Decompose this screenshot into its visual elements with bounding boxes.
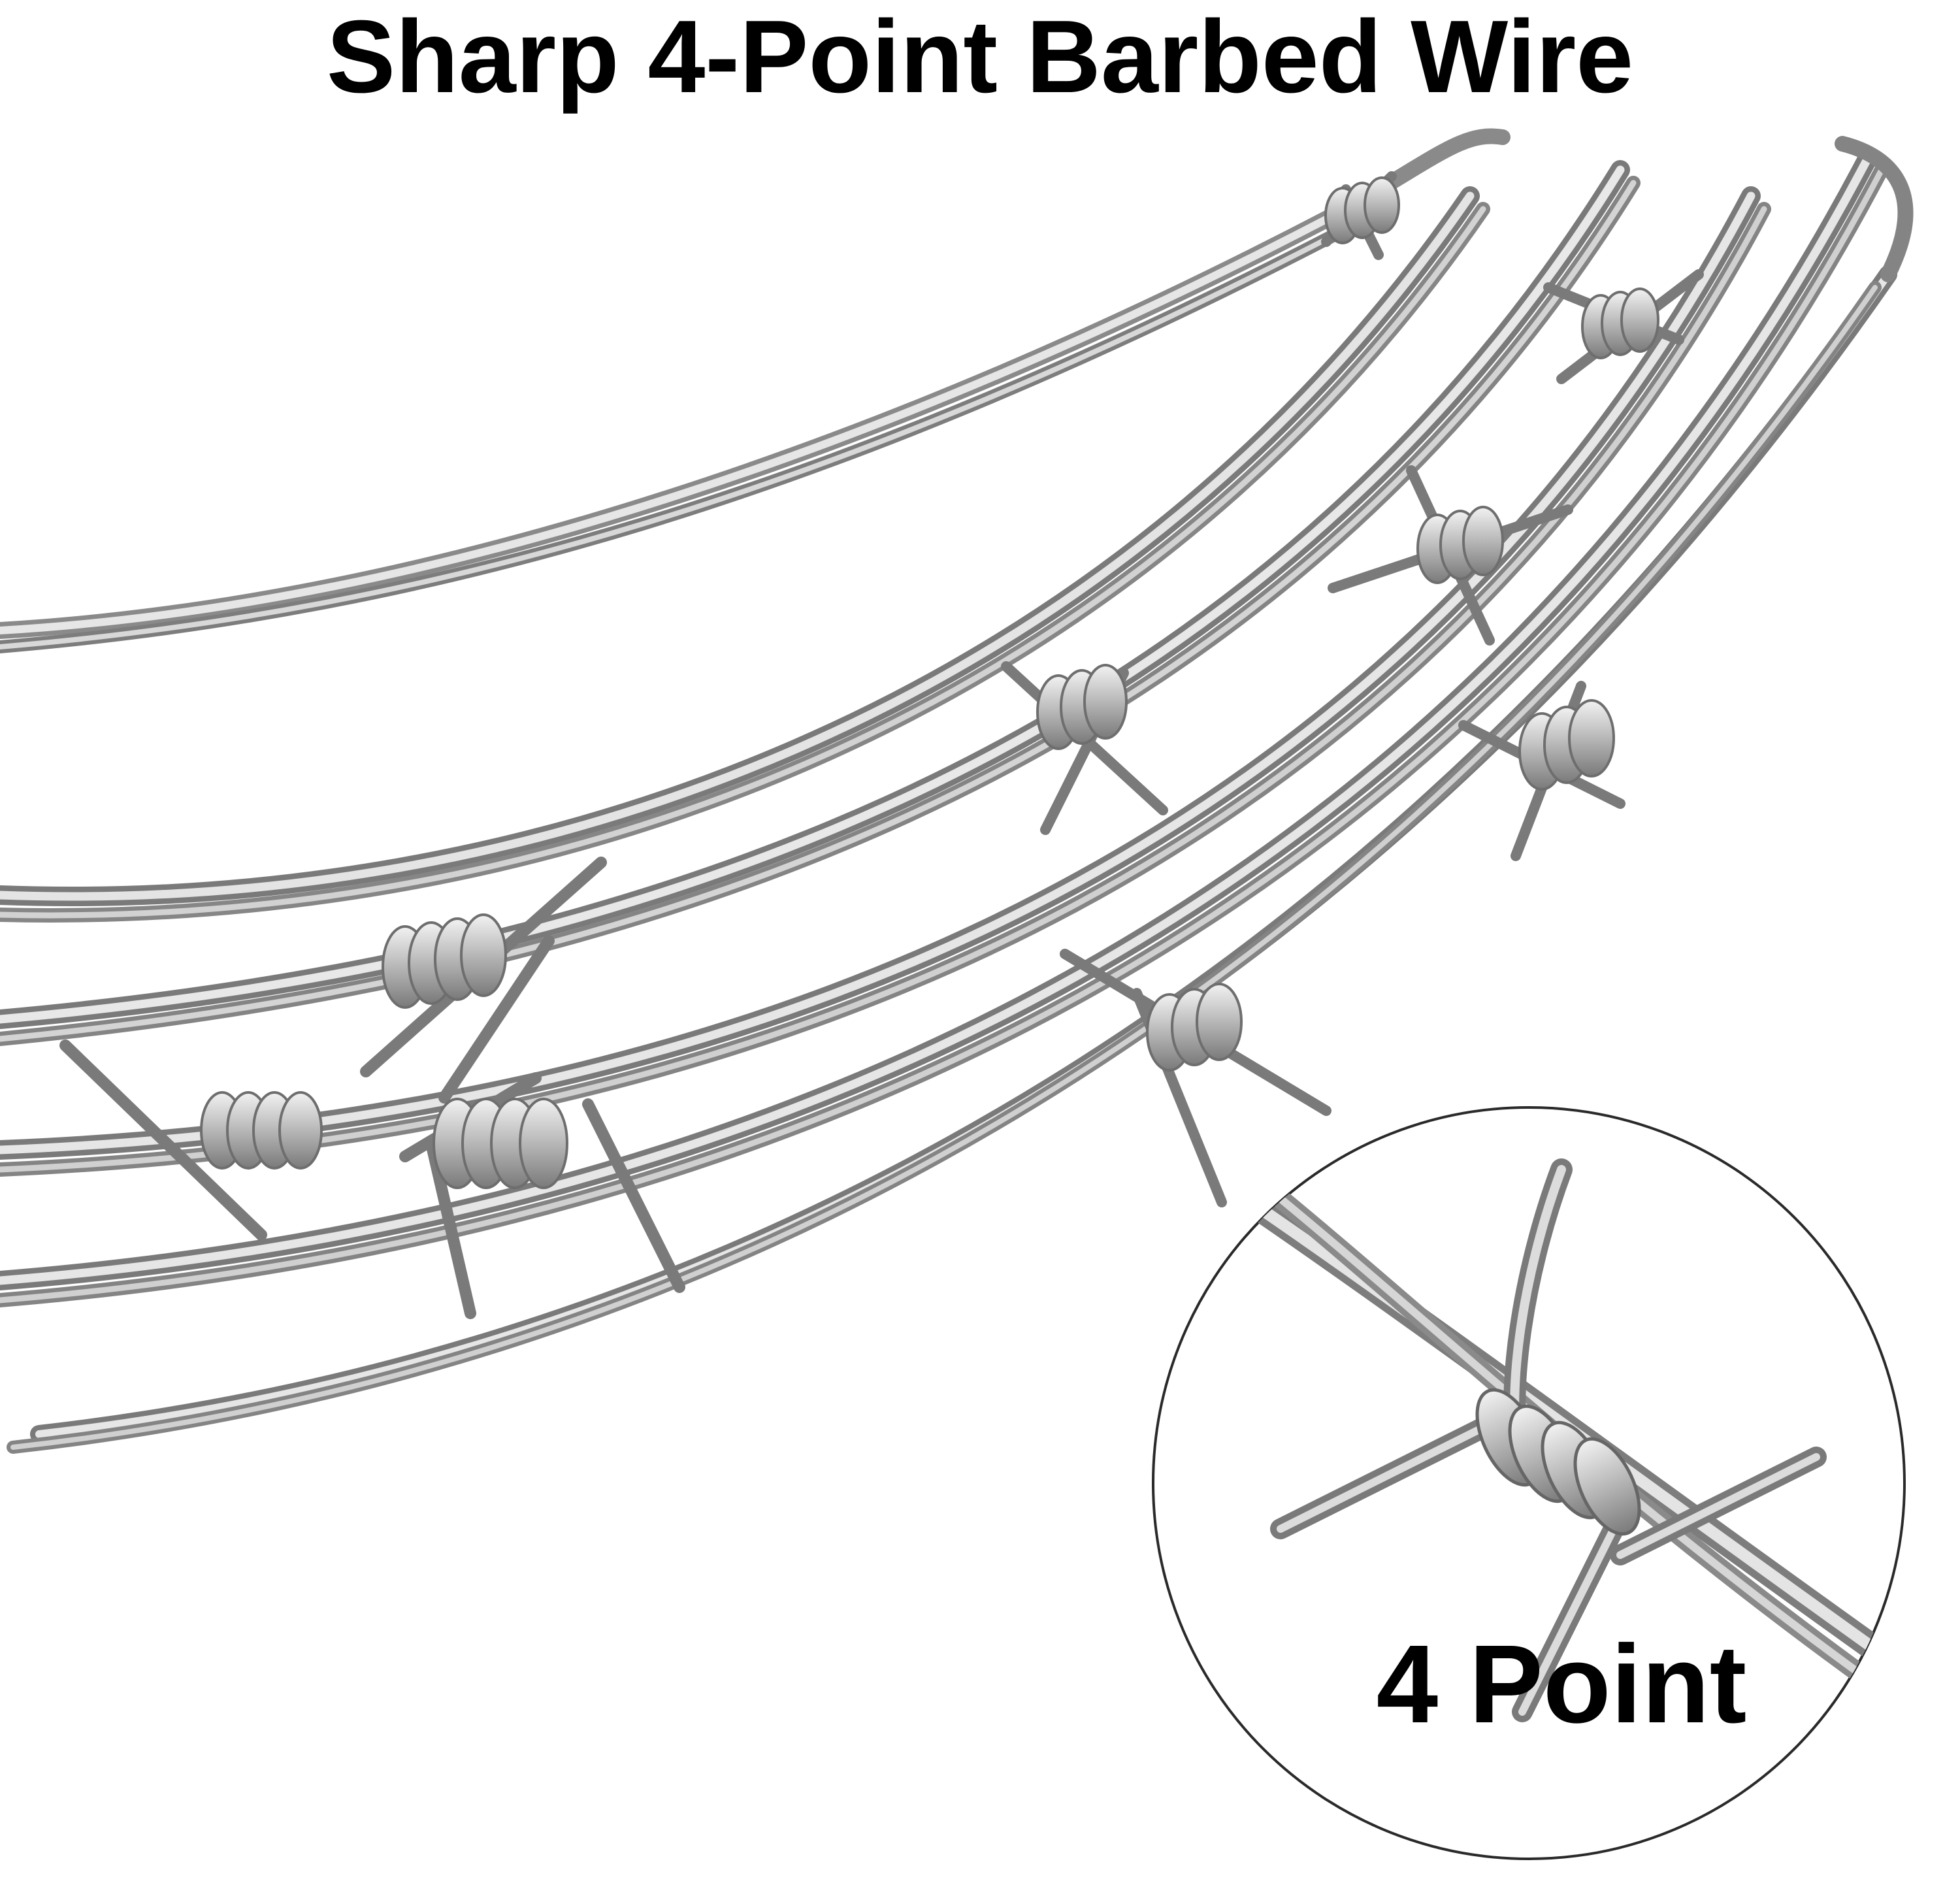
barb: [1458, 681, 1625, 861]
wire-strand: [7, 136, 1914, 1454]
barb: [59, 1040, 323, 1241]
barb: [1543, 269, 1704, 384]
inset-label: 4 Point: [1376, 1622, 1747, 1746]
wire-strand: [0, 147, 1889, 1307]
inset-closeup: [1152, 1106, 1906, 1860]
page-title: Sharp 4-Point Barbed Wire: [326, 0, 1634, 114]
wire-strand: [0, 186, 1490, 923]
barb: [1321, 171, 1400, 260]
barb: [1328, 465, 1573, 646]
barb: [1001, 661, 1168, 835]
barb: [399, 1072, 685, 1319]
wire-coil: [0, 128, 1914, 1454]
barb: [360, 857, 607, 1104]
inset-barb-coil: [1475, 1388, 1641, 1536]
barb: [1060, 949, 1331, 1207]
wire-strand: [0, 160, 1641, 1046]
barbs: [59, 171, 1704, 1319]
wire-strand: [0, 128, 1511, 653]
